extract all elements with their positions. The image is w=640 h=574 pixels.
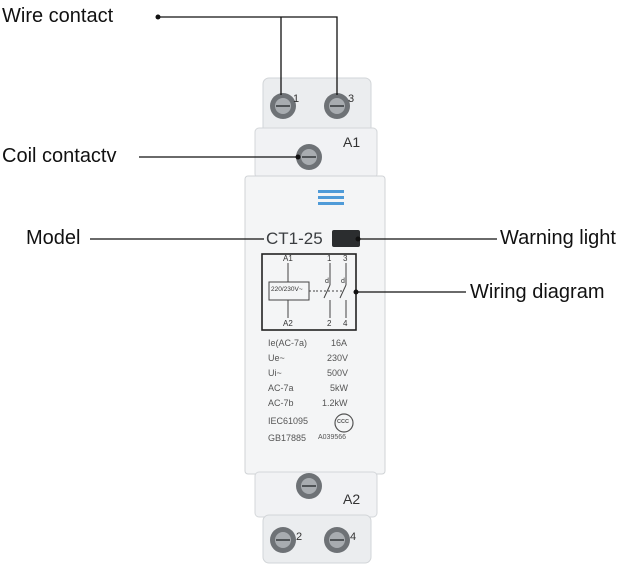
wiring-d2: d <box>341 278 345 285</box>
wiring-diagram-label: Wiring diagram <box>470 281 605 303</box>
model-label: Model <box>26 227 81 249</box>
standard-iec: IEC61095 <box>268 416 309 426</box>
spec-label-0: Ie(AC-7a) <box>268 338 308 348</box>
wiring-t1: 1 <box>327 254 332 263</box>
terminal-screw-4 <box>324 527 350 553</box>
standard-gb: GB17885 <box>268 433 307 443</box>
spec-value-0: 16A <box>331 338 348 348</box>
coil-screw-a1 <box>296 144 322 170</box>
spec-label-1: Ue~ <box>268 353 285 363</box>
warning-light-lamp <box>332 230 360 247</box>
brand-stripes <box>318 190 344 205</box>
spec-value-3: 5kW <box>330 383 348 393</box>
spec-value-4: 1.2kW <box>322 398 348 408</box>
wiring-schematic <box>268 263 347 318</box>
ccc-mark-icon <box>334 413 354 433</box>
wiring-t4: 4 <box>343 319 348 328</box>
wiring-coil-voltage: 220/230V~ <box>271 286 303 293</box>
wiring-a2: A2 <box>283 319 293 328</box>
terminal-3-label: 3 <box>348 93 355 105</box>
cert-code: A039566 <box>318 434 347 441</box>
terminal-screw-2 <box>270 527 296 553</box>
spec-value-1: 230V <box>327 353 349 363</box>
wiring-a1: A1 <box>283 254 293 263</box>
terminal-2-label: 2 <box>296 531 303 543</box>
spec-value-2: 500V <box>327 368 349 378</box>
coil-a1-label: A1 <box>343 134 361 150</box>
wiring-d1: d <box>325 278 329 285</box>
warning-light-label: Warning light <box>500 227 616 249</box>
spec-label-4: AC-7b <box>268 398 294 408</box>
contactor-body <box>244 175 386 475</box>
bottom-terminal-block <box>262 514 372 564</box>
model-name: CT1-25 <box>266 229 323 248</box>
wire-contact-label: Wire contact <box>2 5 114 27</box>
spec-label-3: AC-7a <box>268 383 294 393</box>
wiring-t2: 2 <box>327 319 332 328</box>
coil-screw-a2 <box>296 473 322 499</box>
coil-a2-label: A2 <box>343 491 361 507</box>
terminal-4-label: 4 <box>350 531 357 543</box>
terminal-1-label: 1 <box>293 93 300 105</box>
ccc-mark-text: CCC <box>337 419 349 425</box>
terminal-screw-3 <box>324 93 350 119</box>
terminal-screw-1 <box>270 93 296 119</box>
wire-contact-leader <box>158 16 338 95</box>
wiring-t3: 3 <box>343 254 348 263</box>
spec-label-2: Ui~ <box>268 368 282 378</box>
coil-contact-label: Coil contactv <box>2 145 117 167</box>
